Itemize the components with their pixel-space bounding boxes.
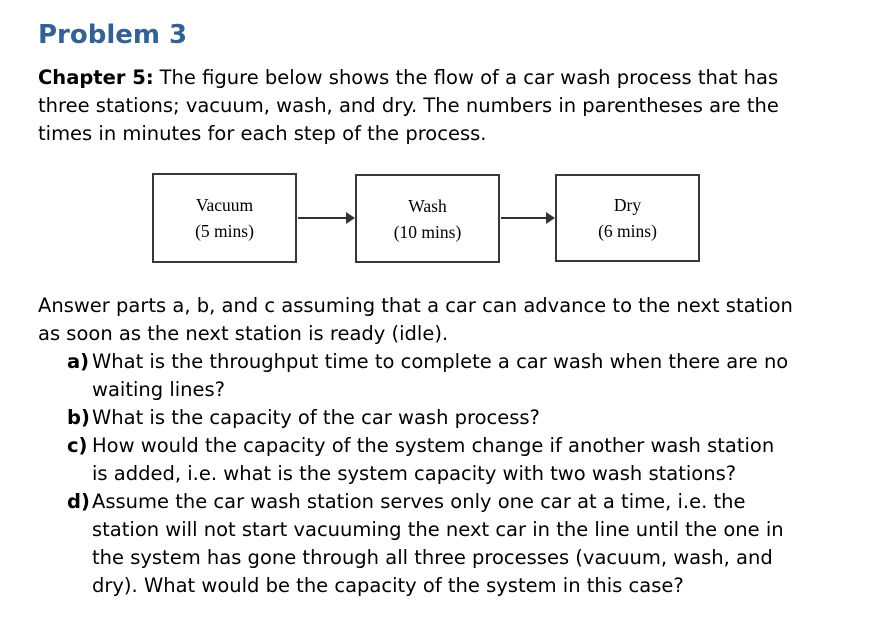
question-marker: a) (67, 350, 90, 373)
flow-arrow-icon (298, 212, 355, 224)
question-marker: c) (67, 434, 88, 457)
station-time: (6 mins) (598, 221, 657, 241)
station-name: Dry (613, 195, 642, 215)
question-b: b) What is the capacity of the car wash … (38, 404, 868, 432)
page-title: Problem 3 (38, 20, 188, 50)
question-marker: b) (67, 406, 90, 429)
question-c: c) How would the capacity of the system … (38, 432, 868, 488)
questions-section: Answer parts a, b, and c assuming that a… (38, 292, 868, 600)
intro-paragraph: Chapter 5:The figure below shows the flo… (38, 64, 868, 148)
question-d: d) Assume the car wash station serves on… (38, 488, 868, 600)
question-marker: d) (67, 490, 90, 513)
flow-arrow-icon (501, 212, 555, 224)
station-box-vacuum: Vacuum (5 mins) (152, 173, 297, 263)
question-text: Assume the car wash station serves only … (92, 490, 784, 597)
question-a: a) What is the throughput time to comple… (38, 348, 868, 404)
station-box-wash: Wash (10 mins) (355, 174, 500, 263)
station-name: Vacuum (195, 195, 254, 215)
question-text: What is the capacity of the car wash pro… (92, 406, 540, 429)
answer-note: Answer parts a, b, and c assuming that a… (38, 294, 793, 345)
intro-text: The figure below shows the flow of a car… (38, 66, 779, 145)
question-text: What is the throughput time to complete … (92, 350, 789, 401)
station-name: Wash (408, 195, 447, 216)
chapter-label: Chapter 5: (38, 66, 154, 89)
question-text: How would the capacity of the system cha… (92, 434, 775, 485)
station-time: (10 mins) (393, 221, 462, 242)
station-box-dry: Dry (6 mins) (555, 174, 700, 262)
car-wash-flow-diagram: Vacuum (5 mins) Wash (10 mins) Dry (6 mi… (0, 0, 882, 300)
station-time: (5 mins) (195, 221, 254, 241)
